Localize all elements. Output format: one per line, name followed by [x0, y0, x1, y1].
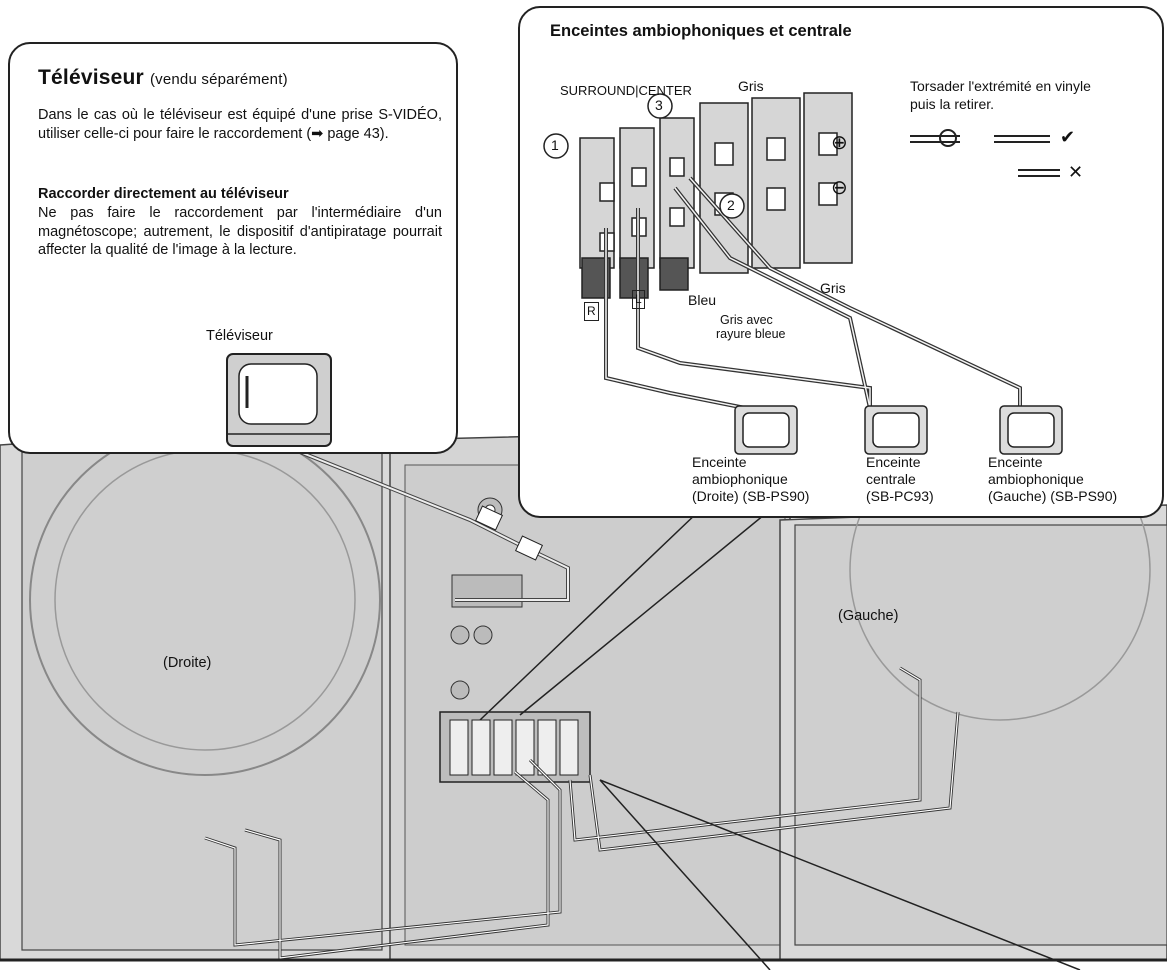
tv-label: Téléviseur [206, 328, 273, 344]
check-mark-icon: ✔ [1060, 127, 1076, 147]
speaker-wiring-diagram [543, 92, 1063, 455]
speaker-terminal-block [439, 711, 591, 783]
twist-instruction-line1: Torsader l'extrémité en vinyle [910, 78, 1091, 94]
right-surround-speaker-label: Enceinte ambiophonique (Droite) (SB-PS90… [692, 454, 810, 504]
surround-center-label: SURROUND|CENTER [560, 83, 692, 98]
gris-stripe-label-2: rayure bleue [716, 327, 786, 341]
zoomed-terminals [579, 92, 853, 299]
main-unit [389, 429, 791, 961]
l-channel-mark: L [632, 290, 645, 309]
step-3: 3 [655, 97, 663, 113]
direct-connection-heading: Raccorder directement au téléviseur [38, 186, 289, 202]
speaker-connection-callout: Enceintes ambiophoniques et centrale [518, 6, 1164, 518]
tv-callout: Téléviseur (vendu séparément) Dans le ca… [8, 42, 458, 454]
callout-pointer [479, 509, 1081, 970]
right-speaker-label: (Droite) [163, 655, 212, 671]
step-2: 2 [727, 197, 735, 213]
gris-top-label: Gris [738, 78, 764, 94]
minus-symbol: ⊖ [831, 177, 848, 199]
center-speaker-label: Enceinte centrale (SB-PC93) [866, 454, 934, 504]
svideo-note: Dans le cas où le téléviseur est équipé … [38, 107, 442, 142]
twist-instruction-line2: puis la retirer. [910, 96, 995, 112]
step-1: 1 [551, 137, 559, 153]
cross-mark-icon: ✕ [1068, 162, 1084, 182]
speaker-icons [734, 405, 1063, 455]
bleu-label: Bleu [688, 292, 717, 308]
left-surround-speaker-label: Enceinte ambiophonique (Gauche) (SB-PS90… [988, 454, 1118, 504]
speaker-callout-title: Enceintes ambiophoniques et centrale [550, 22, 852, 40]
left-speaker-cabinet [779, 419, 1167, 961]
right-speaker-cabinet [0, 419, 401, 961]
r-channel-mark: R [584, 302, 599, 321]
plus-symbol: ⊕ [831, 132, 848, 154]
tv-title-note: (vendu séparément) [149, 71, 288, 88]
wire-twist-illustration [910, 129, 1060, 177]
direct-connection-text: Ne pas faire le raccordement par l'inter… [38, 205, 442, 258]
tv-icon [226, 353, 332, 447]
gris-right-label: Gris [820, 280, 846, 296]
tv-title: Téléviseur (vendu séparément) [38, 66, 288, 89]
left-speaker-label: (Gauche) [838, 608, 899, 624]
gris-stripe-label-1: Gris avec [720, 313, 773, 327]
